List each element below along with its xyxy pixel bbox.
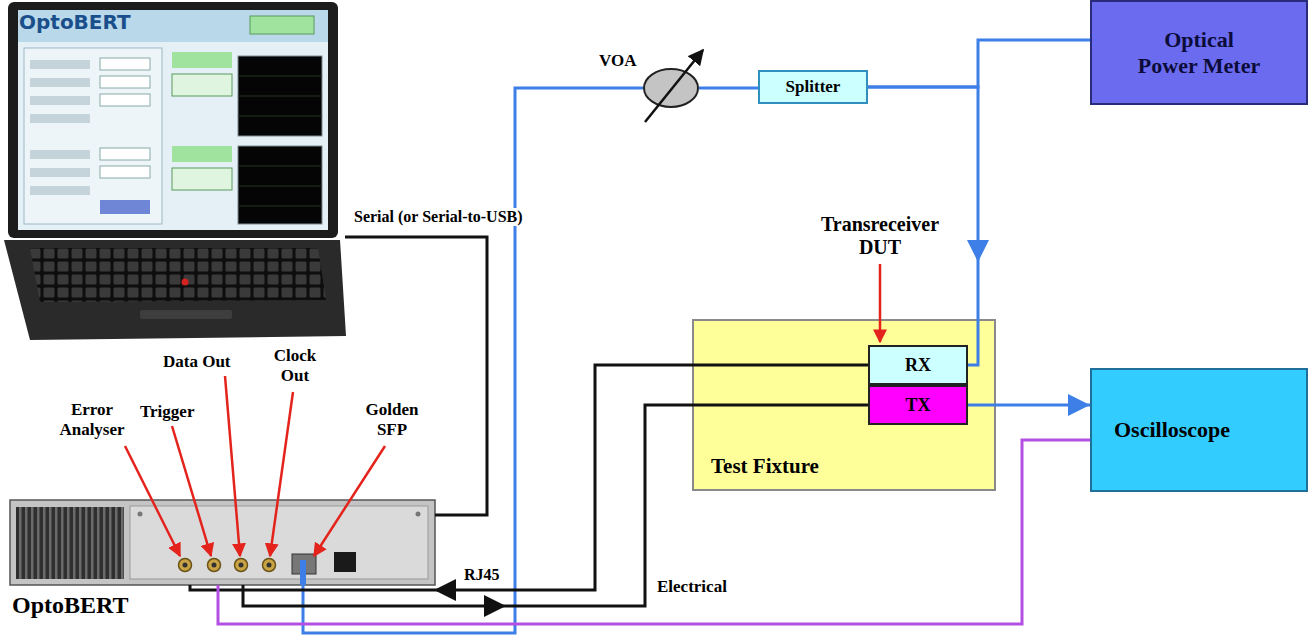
text-holder: RX: [905, 355, 931, 376]
tx-port-box: TX: [868, 385, 968, 425]
callout-label: Transreceiver DUT: [805, 213, 955, 259]
electrical-cable: [243, 405, 868, 606]
pointer-arrow: [125, 446, 180, 556]
voa-symbol: [644, 50, 703, 122]
node-text: RX: [905, 355, 931, 376]
electrical-cable: [190, 365, 868, 590]
callout-holder: Clock Out: [265, 346, 325, 385]
callout-holder: Error Analyser: [42, 400, 142, 439]
callout-label: Golden SFP: [352, 400, 432, 439]
callout-label: Data Out: [163, 352, 231, 372]
arrow-head: [484, 595, 506, 617]
serial-cable: [345, 237, 487, 515]
text-holder: OptoBERT: [19, 11, 131, 34]
arrow-head: [434, 579, 456, 601]
arrow-head: [1068, 394, 1090, 416]
node-text: Optical Power Meter: [1134, 27, 1264, 78]
pointer-arrow: [879, 264, 882, 342]
laptop-illustration: [4, 2, 346, 340]
node-text: Test Fixture: [711, 454, 819, 478]
trigger-cable: [218, 440, 1090, 624]
callout-holder: Trigger: [140, 402, 194, 422]
text-holder: Splitter: [786, 77, 841, 97]
edge-label-holder: Electrical: [655, 577, 729, 597]
power-meter-box: Optical Power Meter: [1090, 0, 1308, 105]
text-holder: Optical Power Meter: [1134, 27, 1264, 78]
text-holder: Test Fixture: [711, 454, 819, 478]
pointer-arrow: [314, 446, 385, 556]
arrow-head: [967, 240, 989, 262]
callout-label: Error Analyser: [42, 400, 142, 439]
text-holder: TX: [905, 395, 930, 416]
optical-fiber: [868, 40, 1090, 87]
pointer-arrow: [172, 426, 211, 556]
edge-label: Serial (or Serial-to-USB): [352, 208, 525, 226]
callout-holder: Data Out: [163, 352, 231, 372]
node-text: OptoBERT: [19, 11, 131, 34]
splitter-box: Splitter: [758, 70, 868, 104]
text-holder: Oscilloscope: [1114, 417, 1230, 442]
pointer-arrow: [270, 392, 293, 556]
node-text: OptoBERT: [12, 592, 129, 620]
node-text: Oscilloscope: [1114, 417, 1230, 442]
rx-port-box: RX: [868, 345, 968, 385]
callout-label: Clock Out: [265, 346, 325, 385]
edge-label: Electrical: [655, 577, 729, 597]
optobert-instrument-illustration: [10, 500, 435, 585]
edge-label: RJ45: [462, 566, 502, 584]
pointer-arrows: [125, 264, 880, 556]
node-text: TX: [905, 395, 930, 416]
laptop-computer: OptoBERT: [5, 0, 345, 340]
callout-holder: Golden SFP: [352, 400, 432, 439]
edge-label-holder: Serial (or Serial-to-USB): [352, 208, 525, 226]
text-holder: OptoBERT: [12, 592, 129, 620]
test-fixture: Test Fixture RX TX: [693, 320, 995, 490]
optical-fiber: [303, 88, 643, 633]
oscilloscope-box: Oscilloscope: [1090, 368, 1308, 492]
callout-label: Trigger: [140, 402, 194, 422]
node-text: Splitter: [786, 77, 841, 97]
callout-holder: Transreceiver DUT: [805, 213, 955, 259]
pointer-arrow: [225, 376, 240, 556]
node-text: VOA: [599, 51, 636, 71]
voa-attenuator: VOA: [643, 68, 699, 108]
text-holder: VOA: [599, 51, 636, 71]
optical-fiber: [699, 87, 758, 90]
optobert-instrument: OptoBERT: [10, 500, 435, 585]
edge-label-holder: RJ45: [462, 566, 502, 584]
